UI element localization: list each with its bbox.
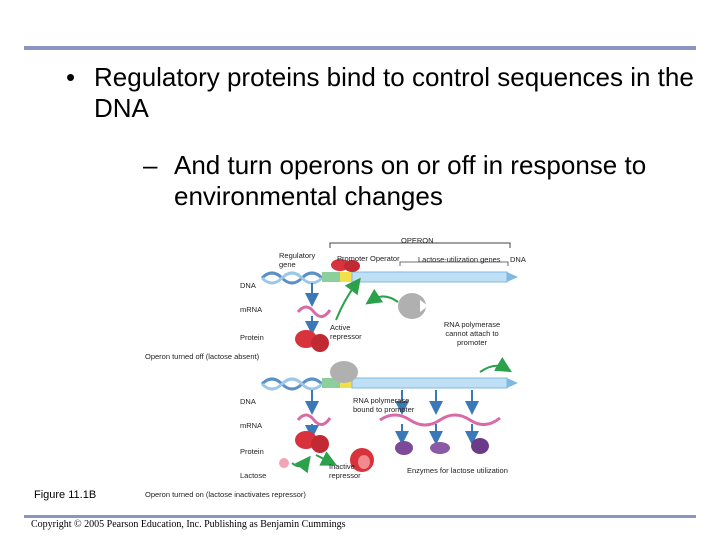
rna-polymerase-bound [330, 361, 358, 383]
inactive-repressor-label: Inactive repressor [329, 462, 361, 480]
promoter-label: Promoter [337, 254, 368, 263]
bullet-symbol: • [66, 62, 76, 92]
operator-region [340, 272, 352, 282]
off-dna-label: DNA [240, 281, 256, 290]
dna-strand-on [260, 377, 518, 391]
enzyme-3 [471, 438, 489, 454]
rna-pol-cannot-label: RNA polymerase cannot attach to promoter [443, 320, 501, 347]
figure-label: Figure 11.1B [34, 489, 97, 501]
blocked-polymerase-arrow [365, 288, 399, 305]
active-repressor-label: Active repressor [330, 323, 362, 341]
dna-strand-off [260, 271, 518, 285]
mrna-lactose-genes [379, 413, 501, 427]
enzyme-2 [430, 442, 450, 454]
rna-pol-bound-label: RNA polymerase bound to promoter [353, 396, 415, 414]
active-repressor-on [295, 431, 329, 453]
off-protein-label: Protein [240, 333, 264, 342]
operon-bracket [329, 242, 511, 248]
operon-off-caption: Operon turned off (lactose absent) [145, 352, 260, 361]
promoter-region [322, 272, 340, 282]
mrna-regulatory-on [296, 413, 332, 426]
sub-bullet-symbol: – [143, 150, 158, 180]
sub-bullet-text: And turn operons on or off in response t… [174, 150, 647, 211]
operator-label: Operator [370, 254, 400, 263]
lactose-genes-bracket [399, 261, 509, 266]
transcription-direction-arrow [479, 357, 512, 373]
repressor-on-operator [331, 259, 360, 272]
operon-on-caption: Operon turned on (lactose inactivates re… [145, 490, 306, 499]
bullet-text: Regulatory proteins bind to control sequ… [94, 62, 694, 123]
footer-rule [24, 515, 696, 518]
title-rule [24, 46, 696, 50]
on-dna-label: DNA [240, 397, 256, 406]
copyright-text: Copyright © 2005 Pearson Education, Inc.… [31, 519, 346, 530]
active-repressor-off [295, 330, 329, 352]
enzyme-1 [395, 441, 413, 455]
off-mrna-label: mRNA [240, 305, 263, 314]
on-protein-label: Protein [240, 447, 264, 456]
on-mrna-label: mRNA [240, 421, 263, 430]
rna-polymerase-off [398, 293, 428, 319]
lactose-label: Lactose [240, 471, 267, 480]
lactose-genes-label: Lactose-utilization genes [418, 255, 501, 264]
inactive-repressor [350, 448, 374, 472]
mrna-off [296, 305, 332, 318]
inactivation-arrow [315, 451, 338, 466]
enzymes-label: Enzymes for lactose utilization [407, 466, 508, 475]
regulatory-gene-label: Regulatory gene [279, 251, 316, 269]
lactose-molecule [279, 458, 289, 468]
lactose-binding-arrow [291, 455, 311, 474]
repressor-binding-arrow [335, 277, 361, 321]
dna-strand-label: DNA [510, 255, 526, 264]
operon-label: OPERON [401, 236, 434, 245]
